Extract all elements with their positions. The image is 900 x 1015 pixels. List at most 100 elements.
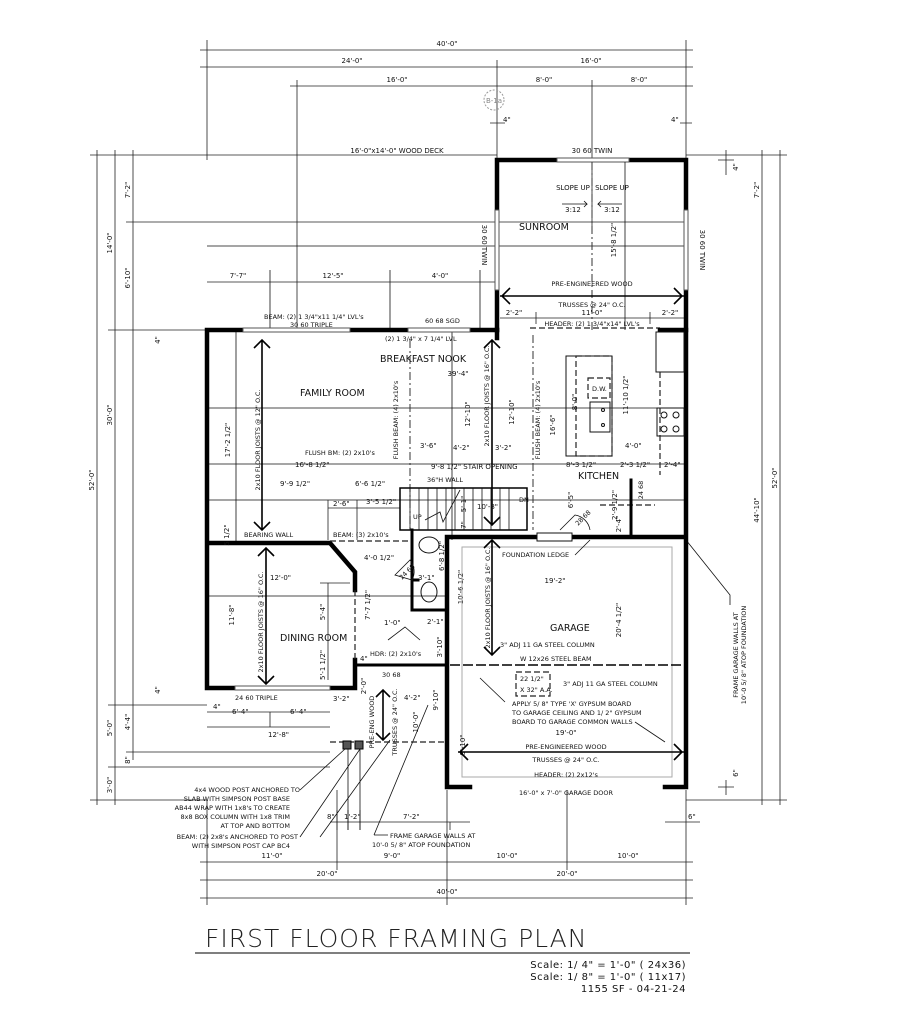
- joist-span-arrow: [483, 538, 501, 657]
- truss-span-arrow: [375, 688, 391, 742]
- dim: 17'-2 1/2": [224, 423, 232, 458]
- dim: 9'-10": [432, 689, 440, 710]
- attic-access-label: X 32" A.A.: [520, 686, 553, 694]
- dining-window: [234, 685, 331, 691]
- dim-7-2: 7'-2": [403, 813, 420, 821]
- dim-sun-right: 8'-0": [631, 76, 648, 84]
- room-sunroom: SUNROOM: [519, 222, 569, 233]
- dim: 3'-2": [333, 695, 350, 703]
- dim-bot-total: 40'-0": [436, 888, 457, 896]
- door-label: 28 68: [574, 509, 593, 528]
- dim-6in: 6": [688, 813, 696, 821]
- dim: 3'-6": [420, 442, 437, 450]
- dim: 20'-4 1/2": [615, 603, 623, 638]
- post-note: SLAB WITH SIMPSON POST BASE: [184, 795, 290, 803]
- joist-note: 2x10 FLOOR JOISTS @ 16" O.C.: [484, 548, 492, 649]
- dishwasher-label: D.W.: [592, 385, 607, 393]
- room-kitchen: KITCHEN: [578, 471, 619, 482]
- dim: 3'-2": [495, 444, 512, 452]
- dim-left-total: 52'-0": [88, 469, 96, 490]
- header-note: HDR: (2) 2x10's: [370, 650, 422, 658]
- dim: 2'-0": [360, 678, 368, 695]
- dim-top-left: 24'-0": [341, 57, 362, 65]
- dim: 6'-6 1/2": [355, 480, 385, 488]
- dim-bot-10: 10'-0": [496, 852, 517, 860]
- dim: 7": [460, 521, 468, 529]
- dim: 3'-10": [436, 636, 444, 657]
- sunroom-right-window: [683, 209, 689, 291]
- dim-right-4in: 4": [732, 163, 740, 171]
- svg-text:B-1a: B-1a: [486, 97, 502, 105]
- sliding-glass-door: [407, 327, 471, 333]
- stair-down-label[interactable]: DN: [519, 496, 529, 504]
- dim-bot-9: 9'-0": [384, 852, 401, 860]
- truss-span-arrow: [500, 287, 684, 305]
- dim: 4'-0 1/2": [364, 554, 394, 562]
- stair-up-label[interactable]: UP: [413, 513, 422, 521]
- beam-note: W 12x26 STEEL BEAM: [520, 655, 592, 663]
- dim-1-2: 1'-2": [344, 813, 361, 821]
- dim-right-7-2: 7'-2": [753, 182, 761, 199]
- dim-left-3: 3'-0": [106, 777, 114, 794]
- dim-left-4-4: 4'-4": [124, 714, 132, 731]
- slope-label: 3:12: [604, 206, 620, 214]
- joist-span-arrow: [257, 546, 275, 686]
- post-icon: [342, 740, 352, 750]
- header-note: HEADER: (2) 2x12's: [534, 771, 598, 779]
- truss-note: PRE-ENGINEERED WOOD: [525, 743, 606, 751]
- kitchen: FLUSH BEAM: (4) 2x10's 16'-6" D.W. 8'-0"…: [532, 331, 685, 537]
- gypsum-note: BOARD TO GARAGE COMMON WALLS: [512, 718, 633, 726]
- dim: 8'-3 1/2": [566, 461, 596, 469]
- dim-bot-11: 11'-0": [261, 852, 282, 860]
- dim: 2'-3 1/2": [620, 461, 650, 469]
- dim: 16'-6": [549, 414, 557, 435]
- foundation-ledge: [461, 546, 673, 778]
- dim-left-4in: 4": [154, 336, 162, 344]
- dim: 10'-0": [412, 711, 420, 732]
- dim: 5'-1": [460, 496, 468, 513]
- gypsum-note: TO GARAGE CEILING AND 1/ 2" GYPSUM: [511, 709, 642, 717]
- dim: 10'-8": [477, 503, 498, 511]
- dim: 12'-10": [464, 401, 472, 426]
- dim-4in: 4": [671, 116, 679, 124]
- right-dimensions: 52'-0" 44'-10" 7'-2" 4" 6" FRAME GARAGE …: [685, 150, 787, 805]
- dim-4in: 4": [503, 116, 511, 124]
- door-swing: [387, 626, 421, 641]
- dim: 2'-1": [427, 618, 444, 626]
- dim: 3'-5 1/2": [366, 498, 396, 506]
- dim-sun-left: 8'-0": [536, 76, 553, 84]
- dim: 12'-8": [268, 731, 289, 739]
- header-note: HEADER: (2) 1 3/4"x14" LVL's: [544, 320, 640, 328]
- dim: 11'-10 1/2": [622, 376, 630, 415]
- room-dining: DINING ROOM: [280, 633, 347, 644]
- dim-left-30: 30'-0": [106, 404, 114, 425]
- dim-left-5: 5'-0": [106, 720, 114, 737]
- dim: 4'-2": [453, 444, 470, 452]
- dining-room: 12'-0" 11'-8" 2x10 FLOOR JOISTS @ 16" O.…: [228, 546, 372, 686]
- door-label: 60 68 SGD: [425, 317, 460, 325]
- truss-note: TRUSSES @ 24" O.C.: [391, 688, 399, 756]
- window-label: 30 60 TRIPLE: [290, 321, 333, 329]
- truss-note: PRE-ENG WOOD: [368, 696, 376, 749]
- dim-left-8in: 8": [124, 756, 132, 764]
- dim: 4'-2": [404, 694, 421, 702]
- dim: 11'-8": [228, 604, 236, 625]
- dim: 2'-4": [615, 516, 623, 533]
- title-block: FIRST FLOOR FRAMING PLAN Scale: 1/ 4" = …: [195, 924, 690, 995]
- post-icon: [354, 740, 364, 750]
- sunroom-top-window: 30 60 TWIN: [572, 147, 613, 155]
- dim: 6'-5": [567, 492, 575, 509]
- dim-right-6in: 6": [732, 769, 740, 777]
- dim-right-44-10: 44'-10": [753, 497, 761, 522]
- joist-note: 2x10 FLOOR JOISTS @ 12" O.C.: [254, 390, 262, 491]
- range: [656, 407, 685, 437]
- joist-note: 2x10 FLOOR JOISTS @ 16" O.C.: [257, 572, 265, 673]
- dim: 39'-4": [447, 370, 468, 378]
- family-room-window: [242, 327, 351, 333]
- dim-bot-20: 20'-0": [316, 870, 337, 878]
- frame-garage-note: 10'-0 5/ 8" ATOP FOUNDATION: [740, 606, 748, 705]
- sunroom-top-window: [556, 157, 630, 163]
- top-dimensions: 40'-0" 24'-0" 16'-0" 16'-0" 8'-0" 8'-0" …: [200, 40, 693, 330]
- column-note: 3" ADJ 11 GA STEEL COLUMN: [563, 680, 658, 688]
- door-swing: [394, 559, 415, 581]
